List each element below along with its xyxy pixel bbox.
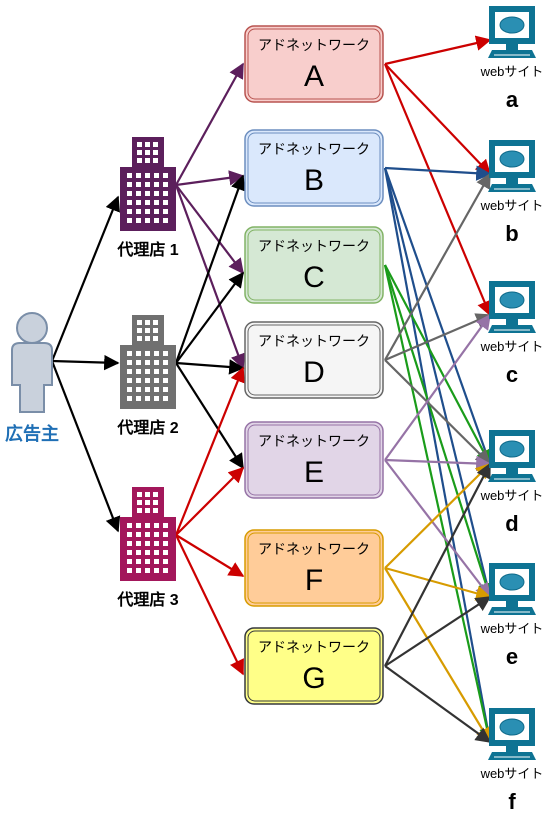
website-letter: d <box>505 511 518 536</box>
edge-agency-3-to-network-F <box>175 534 245 577</box>
ad-network-title: アドネットワーク <box>258 238 370 254</box>
website-label: webサイト <box>480 488 544 503</box>
website-label: webサイト <box>480 339 544 354</box>
ad-network-F: アドネットワーク F <box>244 529 384 607</box>
edge-network-D-to-site-c <box>384 313 492 362</box>
website-label: webサイト <box>480 621 544 636</box>
website-e-monitor-icon <box>488 563 536 615</box>
edge-agency-1-to-network-D <box>174 184 246 370</box>
ad-network-D: アドネットワーク D <box>244 321 384 399</box>
edge-network-B-to-site-b <box>384 165 492 181</box>
website-letter: a <box>506 87 519 112</box>
website-a-monitor-icon <box>488 6 536 58</box>
edge-network-A-to-site-b <box>384 63 492 176</box>
edge-network-A-to-site-a <box>384 35 492 66</box>
edge-network-C-to-site-e <box>383 264 494 599</box>
edge-advertiser-to-agency-2 <box>51 354 120 371</box>
edge-advertiser-to-agency-1 <box>50 195 120 362</box>
ad-network-letter: D <box>303 356 325 389</box>
edge-agency-3-to-network-G <box>175 534 244 676</box>
website-label: webサイト <box>480 766 544 781</box>
agency-2-building-icon <box>120 315 176 409</box>
website-label: webサイト <box>480 64 544 79</box>
edge-advertiser-to-agency-3 <box>50 360 121 533</box>
edge-network-F-to-site-d <box>384 462 492 569</box>
ad-network-B: アドネットワーク B <box>244 129 384 207</box>
edges-layer <box>50 35 496 744</box>
edge-network-E-to-site-c <box>384 313 491 461</box>
edge-agency-2-to-network-D <box>175 359 245 375</box>
website-letter: f <box>508 789 516 814</box>
agency-1-label: 代理店 1 <box>116 240 178 259</box>
edge-network-G-to-site-f <box>384 665 492 743</box>
ad-network-title: アドネットワーク <box>258 37 370 53</box>
ad-network-title: アドネットワーク <box>258 433 370 449</box>
ad-network-A: アドネットワーク A <box>244 25 384 103</box>
edge-agency-2-to-network-C <box>175 271 244 364</box>
edge-network-F-to-site-e <box>384 566 492 601</box>
edge-network-D-to-site-d <box>384 359 492 466</box>
edge-network-C-to-site-f <box>383 264 495 744</box>
edge-agency-3-to-network-D <box>174 366 245 536</box>
ad-network-title: アドネットワーク <box>258 333 370 349</box>
website-letter: e <box>506 644 518 669</box>
edge-agency-1-to-network-B <box>175 170 245 187</box>
ad-network-letter: E <box>304 456 324 489</box>
edge-network-B-to-site-e <box>383 167 495 599</box>
edge-agency-3-to-network-E <box>175 466 245 536</box>
edge-agency-2-to-network-B <box>174 174 246 364</box>
edge-network-F-to-site-f <box>384 567 491 744</box>
edge-network-G-to-site-e <box>384 596 492 667</box>
ad-network-title: アドネットワーク <box>258 141 370 157</box>
website-label: webサイト <box>480 198 544 213</box>
agency-2-label: 代理店 2 <box>116 418 178 437</box>
edge-network-D-to-site-b <box>384 172 491 361</box>
edge-agency-1-to-network-C <box>175 184 244 275</box>
website-d-monitor-icon <box>488 430 536 482</box>
agency-3-label: 代理店 3 <box>116 590 178 609</box>
edge-network-E-to-site-d <box>384 455 492 472</box>
ad-network-letter: B <box>304 164 324 197</box>
website-letter: c <box>506 362 518 387</box>
website-b-monitor-icon <box>488 140 536 192</box>
ad-network-letter: A <box>304 60 324 93</box>
ad-network-G: アドネットワーク G <box>244 627 384 705</box>
advertiser-label: 広告主 <box>5 423 59 444</box>
ad-network-letter: G <box>302 662 325 695</box>
ad-network-letter: F <box>305 564 323 597</box>
ad-network-title: アドネットワーク <box>258 639 370 655</box>
edge-network-C-to-site-d <box>384 264 491 466</box>
edge-network-A-to-site-c <box>383 63 492 317</box>
edge-agency-2-to-network-E <box>175 362 244 470</box>
agency-1-building-icon <box>120 137 176 231</box>
advertiser-person-icon <box>11 312 53 413</box>
ad-network-letter: C <box>303 261 325 294</box>
ad-network-title: アドネットワーク <box>258 541 370 557</box>
edge-network-B-to-site-f <box>383 167 496 744</box>
ad-network-C: アドネットワーク C <box>244 226 384 304</box>
website-c-monitor-icon <box>488 281 536 333</box>
website-f-monitor-icon <box>488 708 536 760</box>
edge-network-G-to-site-d <box>384 462 491 667</box>
edge-network-B-to-site-d <box>383 167 493 466</box>
edge-network-E-to-site-e <box>384 459 491 599</box>
agency-3-building-icon <box>120 487 176 581</box>
website-letter: b <box>505 221 518 246</box>
ad-network-E: アドネットワーク E <box>244 421 384 499</box>
edge-agency-1-to-network-A <box>175 62 244 186</box>
